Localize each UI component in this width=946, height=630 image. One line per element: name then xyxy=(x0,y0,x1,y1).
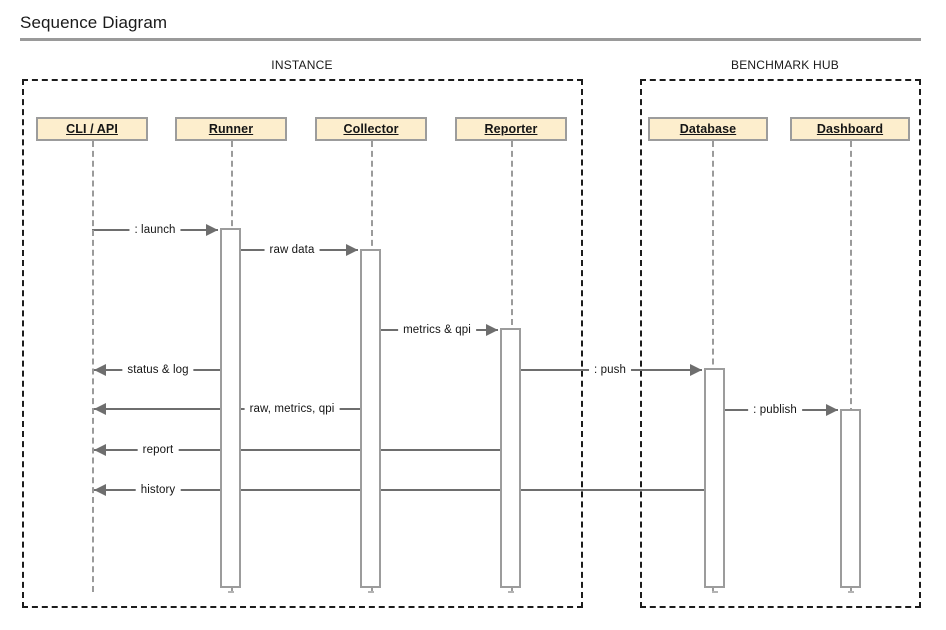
message-launch-arrowhead xyxy=(206,224,218,236)
page-title: Sequence Diagram xyxy=(20,13,168,32)
activation-dashboard[interactable] xyxy=(840,409,861,588)
actor-box-reporter[interactable]: Reporter xyxy=(455,117,567,141)
message-status-log-arrowhead xyxy=(94,364,106,376)
actor-label-reporter: Reporter xyxy=(484,122,538,136)
message-metrics-qpi-arrowhead xyxy=(486,324,498,336)
activation-collector-foot xyxy=(367,591,374,593)
partition-label-benchmark-hub: BENCHMARK HUB xyxy=(731,58,839,72)
partition-label-instance: INSTANCE xyxy=(271,58,333,72)
activation-reporter-foot xyxy=(507,591,514,593)
partition-benchmark-hub xyxy=(640,79,921,608)
message-launch-label: : launch xyxy=(129,224,181,236)
actor-box-collector[interactable]: Collector xyxy=(315,117,427,141)
message-raw-metrics-qpi-label: raw, metrics, qpi xyxy=(244,403,340,415)
actor-box-runner[interactable]: Runner xyxy=(175,117,287,141)
message-raw-metrics-qpi-arrowhead xyxy=(94,403,106,415)
message-report-label: report xyxy=(137,444,179,456)
title-divider xyxy=(20,38,921,41)
actor-label-collector: Collector xyxy=(343,122,399,136)
actor-label-runner: Runner xyxy=(208,122,254,136)
message-push-arrowhead xyxy=(690,364,702,376)
message-report-arrowhead xyxy=(94,444,106,456)
message-metrics-qpi-label: metrics & qpi xyxy=(398,324,476,336)
message-push-label: : push xyxy=(589,364,631,376)
activation-runner-foot xyxy=(227,591,234,593)
activation-database-foot xyxy=(711,591,718,593)
activation-collector[interactable] xyxy=(360,249,381,588)
message-status-log-label: status & log xyxy=(122,364,194,376)
activation-runner[interactable] xyxy=(220,228,241,588)
message-history-label: history xyxy=(135,484,181,496)
lifeline-cli-api xyxy=(92,141,94,592)
lifeline-database xyxy=(712,141,714,592)
lifeline-dashboard xyxy=(850,141,852,592)
message-report-line xyxy=(94,449,500,451)
message-history-line xyxy=(94,489,704,491)
actor-label-cli-api: CLI / API xyxy=(66,122,118,136)
partition-instance xyxy=(22,79,583,608)
actor-box-dashboard[interactable]: Dashboard xyxy=(790,117,910,141)
actor-box-database[interactable]: Database xyxy=(648,117,768,141)
activation-database[interactable] xyxy=(704,368,725,588)
message-history-arrowhead xyxy=(94,484,106,496)
actor-label-dashboard: Dashboard xyxy=(816,122,884,136)
activation-reporter[interactable] xyxy=(500,328,521,588)
message-publish-label: : publish xyxy=(748,404,802,416)
actor-label-database: Database xyxy=(679,122,737,136)
activation-dashboard-foot xyxy=(847,591,854,593)
message-publish-arrowhead xyxy=(826,404,838,416)
message-raw-data-label: raw data xyxy=(264,244,320,256)
message-raw-data-arrowhead xyxy=(346,244,358,256)
actor-box-cli-api[interactable]: CLI / API xyxy=(36,117,148,141)
